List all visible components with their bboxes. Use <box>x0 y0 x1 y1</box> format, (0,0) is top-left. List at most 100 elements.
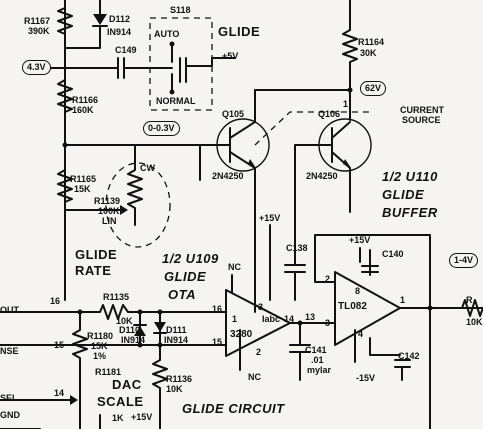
r1167-value: 390K <box>28 26 50 36</box>
c140-capacitor <box>361 249 379 276</box>
current-source-line1: CURRENT <box>400 105 444 115</box>
voltage-0-0-3v: 0-0.3V <box>143 121 180 136</box>
r1167-ref: R1167 <box>24 16 51 26</box>
plus5v-label: +5V <box>222 51 239 61</box>
r1136-value: 10K <box>166 384 183 394</box>
q106-type: 2N4250 <box>306 171 338 181</box>
d111-diode <box>154 322 166 332</box>
ota-part-label: 3280 <box>230 329 253 340</box>
r1180-note: 1% <box>93 351 107 361</box>
r1135-value: 10K <box>116 316 133 326</box>
d110-diode <box>134 326 146 336</box>
tl082-pin-3: 3 <box>325 318 331 328</box>
r1139-note: LIN <box>102 216 117 226</box>
pin-14-label: 14 <box>54 388 65 398</box>
d110-ref: D110 <box>119 325 141 335</box>
out-label: OUT <box>0 305 19 315</box>
d111-value: IN914 <box>164 335 189 345</box>
buffer-line2: GLIDE <box>382 187 425 202</box>
c142-capacitor <box>369 337 411 381</box>
current-source-line2: SOURCE <box>402 115 441 125</box>
r1165-resistor <box>57 169 73 203</box>
tl082-pin-8: 8 <box>355 286 361 296</box>
d112-diode <box>93 14 107 25</box>
plus15v-ota: +15V <box>259 213 281 223</box>
ota-line2: GLIDE <box>164 269 207 284</box>
ota-line3: OTA <box>168 287 196 302</box>
c141-ref: C141 <box>305 345 327 355</box>
c138-capacitor <box>284 224 306 301</box>
voltage-4-3v: 4.3V <box>22 60 51 75</box>
c140-label: C140 <box>382 249 404 259</box>
r1166-resistor <box>57 79 73 113</box>
tl082-pin-1: 1 <box>400 295 406 305</box>
r1165-value: 15K <box>74 184 91 194</box>
tl082-part-label: TL082 <box>338 301 367 312</box>
c142-label: C142 <box>398 351 420 361</box>
scale-label: SCALE <box>97 394 144 409</box>
r1164-ref: R1164 <box>358 37 385 47</box>
glide-circuit-title: GLIDE CIRCUIT <box>182 401 285 416</box>
switch-normal-label: NORMAL <box>156 96 196 106</box>
nse-label: NSE <box>0 346 19 356</box>
r-right-ref: R <box>466 295 473 305</box>
d112-ref: D112 <box>109 14 131 24</box>
q106-pin-1: 1 <box>343 99 349 109</box>
ota-pin-16: 16 <box>212 304 223 314</box>
voltage-1-4v: 1-4V <box>449 253 479 268</box>
r1181-ref: R1181 <box>95 367 122 377</box>
glide-rate-line1: GLIDE <box>75 247 118 262</box>
s118-ref: S118 <box>170 5 191 15</box>
ota-pin-3: 3 <box>258 302 264 312</box>
r1180-value: 15K <box>91 341 108 351</box>
glide-rate-knob-outline <box>105 162 171 248</box>
plus15v-dac: +15V <box>131 412 153 422</box>
tl082-pin-13: 13 <box>305 312 316 322</box>
r1164-resistor <box>342 0 358 91</box>
ota-pin-1: 1 <box>232 314 238 324</box>
plus15v-tl082: +15V <box>349 235 371 245</box>
r1180-resistor <box>72 311 88 429</box>
r1139-potentiometer <box>127 144 143 226</box>
sel-label: SEL <box>0 393 18 403</box>
buffer-line1: 1/2 U110 <box>382 169 438 184</box>
ota-pin-2: 2 <box>256 347 262 357</box>
dac-label: DAC <box>112 377 142 392</box>
r1135-ref: R1135 <box>103 292 130 302</box>
r1166-value: 160K <box>72 105 94 115</box>
r1139-ref: R1139 <box>94 196 121 206</box>
dac-1k-label: 1K <box>112 413 124 423</box>
r1166-ref: R1166 <box>72 95 99 105</box>
glide-rate-line2: RATE <box>75 263 112 278</box>
pin-15-label: 15 <box>54 340 65 350</box>
c138-label: C138 <box>286 243 308 253</box>
ota-pin-15: 15 <box>212 337 223 347</box>
c141-note: mylar <box>307 365 332 375</box>
r1135-resistor <box>0 304 227 320</box>
pin-16-label: 16 <box>50 296 61 306</box>
r1139-value: 100K <box>98 206 120 216</box>
r1167-resistor <box>57 0 73 41</box>
tl082-triangle <box>334 271 401 346</box>
ota-pin-14: 14 <box>284 314 295 324</box>
gnd-label: GND <box>0 410 20 420</box>
r1136-ref: R1136 <box>166 374 193 384</box>
voltage-62v: 62V <box>360 81 387 96</box>
q105-type: 2N4250 <box>212 171 244 181</box>
ota-line1: 1/2 U109 <box>162 251 219 266</box>
switch-auto-label: AUTO <box>154 29 180 39</box>
ota-nc-bottom: NC <box>248 372 261 382</box>
d110-value: IN914 <box>121 335 146 345</box>
iabc-label: Iabc <box>262 314 281 324</box>
r1136-resistor <box>152 344 168 429</box>
buffer-line3: BUFFER <box>382 205 438 220</box>
minus15v-label: -15V <box>356 373 376 383</box>
tl082-pin-2: 2 <box>325 274 331 284</box>
switch-glide-label: GLIDE <box>218 24 261 39</box>
q106-ref: Q106 <box>318 109 341 119</box>
c141-value: .01 <box>311 355 324 365</box>
c141-capacitor <box>289 322 311 381</box>
ota-nc-top: NC <box>228 262 241 272</box>
